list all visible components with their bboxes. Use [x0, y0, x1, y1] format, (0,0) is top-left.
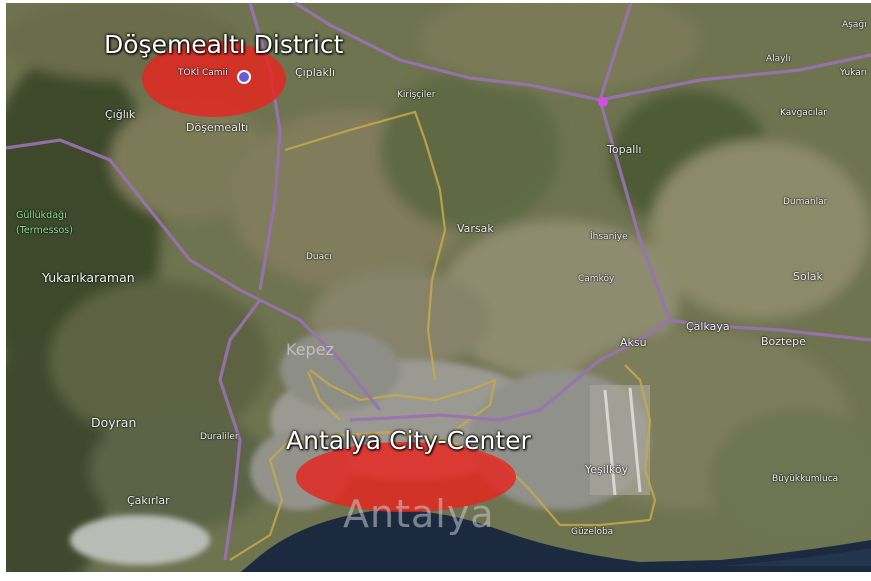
place-toki-camii[interactable]: TOKİ Camii	[178, 68, 228, 78]
place-kavgacilar: Kavgacılar	[780, 108, 827, 118]
place-antalya: Antalya	[343, 492, 495, 536]
city-center-highlight	[296, 442, 516, 512]
place-dosemealti: Döşemealtı	[186, 121, 249, 134]
airport	[590, 385, 650, 496]
place-asagi: Aşağı	[842, 20, 867, 30]
place-ciglik: Çığlık	[105, 108, 136, 121]
map-pin-icon[interactable]	[237, 70, 251, 84]
sea	[230, 509, 871, 581]
place-solak: Solak	[793, 270, 823, 283]
place-topalli: Topallı	[607, 143, 642, 156]
place-dumanlar: Dumanlar	[783, 197, 828, 207]
place-boztepe: Boztepe	[761, 335, 806, 348]
place-calkaya: Çalkaya	[686, 320, 730, 333]
place-ciplakli: Çıplaklı	[295, 66, 335, 79]
place-gullukdagi: Güllükdağı	[16, 210, 67, 221]
place-camkoy: Çamköy	[578, 274, 615, 284]
place-ihsaniye: İhsaniye	[590, 232, 628, 242]
sea-band	[720, 548, 871, 566]
place-aksu: Aksu	[620, 336, 647, 349]
dosemealti-district-title: Döşemealtı District	[104, 30, 344, 59]
margin-bottom	[0, 572, 871, 581]
margin-left	[0, 0, 6, 581]
junction-marker	[598, 97, 608, 107]
place-yesilkoy: Yeşilköy	[585, 463, 629, 476]
place-alayli: Alaylı	[766, 54, 791, 64]
place-cakirlar: Çakırlar	[127, 494, 170, 507]
margin-top	[0, 0, 871, 3]
place-yukarikaraman: Yukarıkaraman	[42, 270, 135, 285]
place-duraliler: Duraliler	[200, 432, 239, 442]
place-yukari: Yukarı	[840, 68, 867, 78]
dosemealti-highlight	[142, 41, 286, 117]
place-doyran: Doyran	[91, 415, 137, 430]
place-guzeloba: Güzeloba	[571, 527, 614, 537]
place-duaci: Duacı	[306, 252, 332, 262]
place-buyukkumluca: Büyükkumluca	[772, 474, 839, 484]
place-varsak: Varsak	[457, 222, 494, 235]
place-kepez: Kepez	[286, 340, 334, 359]
place-kirisciler: Kirişçiler	[397, 90, 436, 100]
district-boundaries	[229, 110, 657, 561]
place-termessos: (Termessos)	[16, 225, 73, 236]
antalya-city-center-title: Antalya City-Center	[286, 426, 531, 455]
